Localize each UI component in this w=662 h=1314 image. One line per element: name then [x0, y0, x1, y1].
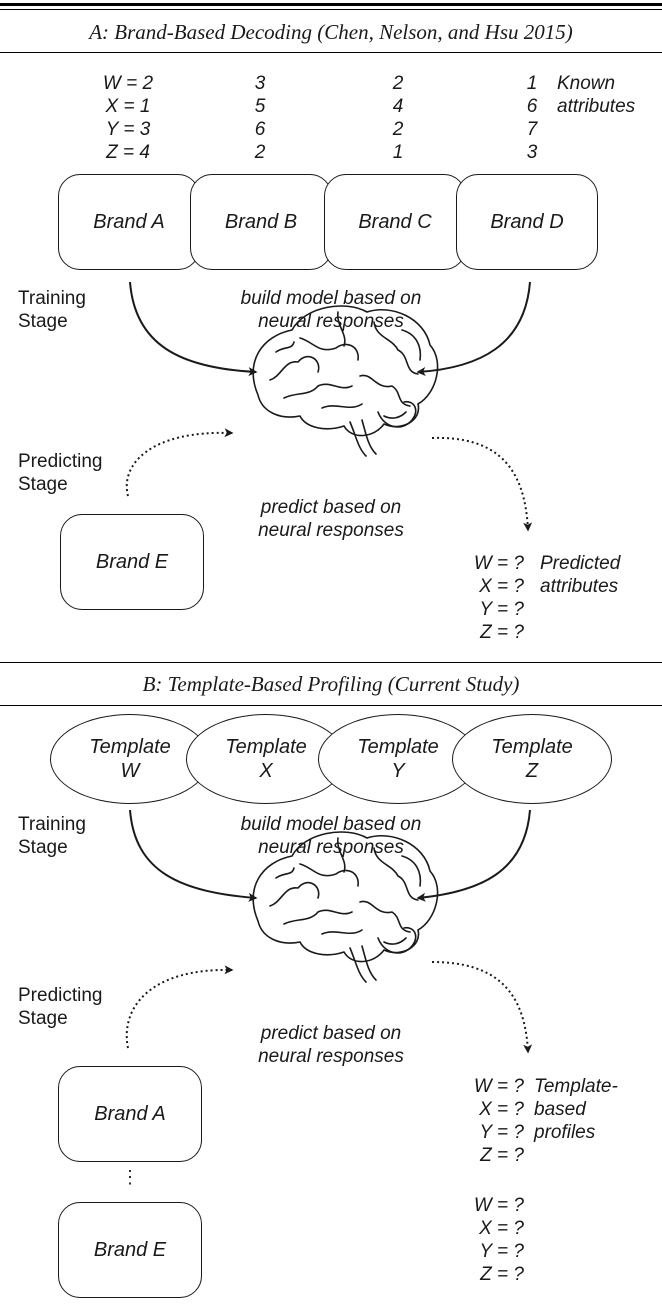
- training-arrow-left-b: [129, 809, 258, 902]
- predicted-label-line1: Predicted: [540, 553, 621, 574]
- profile-z: Z = ?: [480, 1145, 524, 1166]
- brand-b-attr-z: 2: [254, 142, 266, 163]
- panel-a-title: A: Brand-Based Decoding (Chen, Nelson, a…: [89, 20, 573, 44]
- brand-a-attr-y: Y = 3: [105, 119, 151, 140]
- predicting-arrow-out-b: [431, 961, 533, 1054]
- brand-d-label: Brand D: [490, 210, 564, 233]
- predict-label-line1: predict based on: [260, 497, 402, 518]
- brand-b-attr-x: 5: [254, 96, 266, 117]
- predicting-stage-label-line2: Stage: [18, 474, 68, 495]
- template-w-line1: Template: [89, 736, 171, 758]
- brand-b-label: Brand B: [224, 210, 298, 233]
- predicting-arrow-out: [431, 436, 533, 532]
- known-label-line2: attributes: [557, 96, 636, 117]
- build-model-label-line2: neural responses: [258, 311, 404, 332]
- predicting-arrow-in: [125, 428, 234, 497]
- brand-a-box-b: Brand A: [58, 1066, 202, 1162]
- brand-a-attr-x: X = 1: [105, 96, 151, 117]
- profile-2-y: Y = ?: [479, 1241, 524, 1262]
- training-arrow-right-b: [416, 809, 531, 902]
- panel-b-title: B: Template-Based Profiling (Current Stu…: [142, 672, 520, 696]
- profile-y: Y = ?: [479, 1122, 524, 1143]
- training-stage-label-line1: Training: [18, 288, 86, 309]
- brand-c-attr-w: 2: [392, 73, 404, 94]
- template-y-line2: Y: [391, 760, 405, 782]
- brand-b-attr-w: 3: [254, 73, 266, 94]
- profiles-label-line2: based: [534, 1099, 586, 1120]
- build-model-label-b-line1: build model based on: [240, 814, 422, 835]
- predict-label-b-line1: predict based on: [260, 1023, 402, 1044]
- brand-d-attr-z: 3: [526, 142, 538, 163]
- profile-2-w: W = ?: [473, 1195, 524, 1216]
- training-stage-label-line2: Stage: [18, 311, 68, 332]
- brand-c-attr-x: 4: [392, 96, 404, 117]
- profile-x: X = ?: [479, 1099, 524, 1120]
- panel-a-title-rule: [0, 52, 662, 53]
- brand-e-box-b: Brand E: [58, 1202, 202, 1298]
- brand-c-attr-y: 2: [392, 119, 404, 140]
- predicting-stage-label-line1: Predicting: [18, 451, 103, 472]
- brand-c-attr-z: 1: [392, 142, 404, 163]
- profile-w: W = ?: [473, 1076, 524, 1097]
- brand-c-box: Brand C: [324, 174, 466, 270]
- brand-b-attr-y: 6: [254, 119, 266, 140]
- predicting-arrow-in-b: [125, 965, 234, 1049]
- build-model-label-line1: build model based on: [240, 288, 422, 309]
- brand-e-label: Brand E: [95, 550, 169, 573]
- predicted-y: Y = ?: [479, 599, 524, 620]
- predicted-x: X = ?: [479, 576, 524, 597]
- predict-label-b-line2: neural responses: [258, 1046, 404, 1067]
- brand-a-box: Brand A: [58, 174, 200, 270]
- template-y-line1: Template: [357, 736, 439, 758]
- training-arrow-right: [416, 281, 531, 377]
- template-z-line2: Z: [525, 760, 539, 782]
- brand-a-attr-z: Z = 4: [106, 142, 150, 163]
- brain-icon-b: [252, 831, 439, 983]
- build-model-label-b-line2: neural responses: [258, 837, 404, 858]
- brand-d-attr-w: 1: [526, 73, 538, 94]
- brand-list-ellipsis: ⋮: [121, 1167, 139, 1187]
- brand-b-box: Brand B: [190, 174, 332, 270]
- template-x-line2: X: [259, 760, 273, 782]
- predict-label-line2: neural responses: [258, 520, 404, 541]
- profile-2-x: X = ?: [479, 1218, 524, 1239]
- training-stage-label-b-line2: Stage: [18, 837, 68, 858]
- brand-e-label-b: Brand E: [93, 1238, 167, 1261]
- panel-b-top-rule: [0, 662, 662, 663]
- brand-e-box: Brand E: [60, 514, 204, 610]
- top-double-rule-thick: [0, 3, 662, 6]
- training-arrow-left: [129, 281, 258, 377]
- profile-2-z: Z = ?: [480, 1264, 524, 1285]
- training-stage-label-b-line1: Training: [18, 814, 86, 835]
- profiles-label-line3: profiles: [534, 1122, 596, 1143]
- template-y-ellipse: Template Y: [318, 714, 478, 804]
- predicting-stage-label-b-line1: Predicting: [18, 985, 103, 1006]
- top-double-rule-thin: [0, 9, 662, 10]
- brand-c-label: Brand C: [358, 210, 432, 233]
- template-z-ellipse: Template Z: [452, 714, 612, 804]
- predicted-label-line2: attributes: [540, 576, 619, 597]
- panel-b-title-rule: [0, 705, 662, 706]
- brand-a-attr-w: W = 2: [102, 73, 154, 94]
- profiles-label-line1: Template-: [534, 1076, 618, 1097]
- brain-icon: [252, 305, 439, 457]
- predicting-stage-label-b-line2: Stage: [18, 1008, 68, 1029]
- template-w-ellipse: Template W: [50, 714, 210, 804]
- brand-d-box: Brand D: [456, 174, 598, 270]
- brand-d-attr-x: 6: [526, 96, 538, 117]
- template-x-line1: Template: [225, 736, 307, 758]
- template-w-line2: W: [120, 760, 140, 782]
- known-label-line1: Known: [557, 73, 616, 94]
- brand-a-label: Brand A: [93, 210, 165, 233]
- brand-d-attr-y: 7: [526, 119, 538, 140]
- brand-a-label-b: Brand A: [94, 1102, 166, 1125]
- predicted-w: W = ?: [473, 553, 524, 574]
- template-z-line1: Template: [491, 736, 573, 758]
- predicted-z: Z = ?: [480, 622, 524, 643]
